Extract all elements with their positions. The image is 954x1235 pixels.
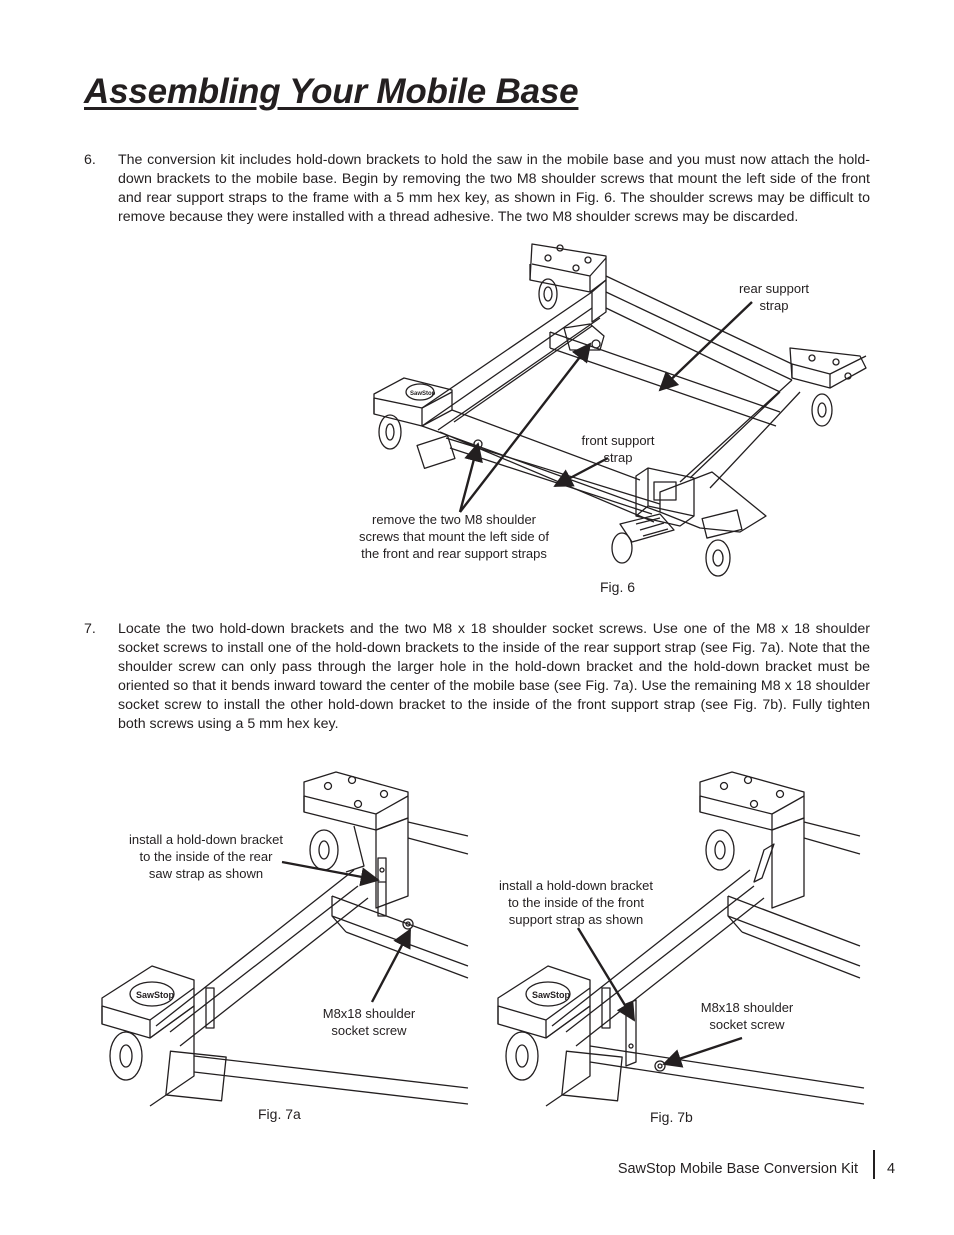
left-rail [552,870,764,1046]
sawstop-logo: SawStop [410,391,436,397]
arrow-screw-front [460,442,483,512]
arrow-7a-screw [372,928,410,1002]
arrow-front-strap [553,458,608,486]
fig6-caption: Fig. 6 [600,579,636,595]
arrow-screw-rear [460,342,592,512]
callout-front-support-strap: front support strap [581,433,655,465]
caster-wheel-front [506,1032,538,1080]
step-6: 6. The conversion kit includes hold-down… [84,151,870,227]
callout-7b-screw: M8x18 shoulder socket screw [700,1000,794,1032]
arrow-rear-strap [658,302,752,392]
page-number: 4 [887,1161,896,1177]
callout-7a-bracket: install a hold-down bracket to the insid… [129,832,283,881]
warning-label [562,1051,622,1101]
back-rail [804,822,860,854]
left-rail [422,292,600,430]
back-rail [408,822,468,854]
warning-label [702,510,742,538]
arrow-7b-bracket [578,928,634,1022]
fig7a-caption: Fig. 7a [258,1106,301,1122]
back-rail [606,276,792,392]
step-text: The conversion kit includes hold-down br… [118,152,870,225]
front-rail [194,1056,468,1104]
caster-wheel-front-left [379,415,401,449]
caster-wheel-back-left [539,279,557,309]
callout-7a-screw: M8x18 shoulder socket screw [322,1006,416,1038]
footer-doc-title: SawStop Mobile Base Conversion Kit [617,1161,858,1177]
step-number: 7. [84,621,96,637]
footer-divider [873,1150,875,1179]
arrow-7a-bracket [282,862,380,887]
fig7b-caption: Fig. 7b [650,1109,693,1125]
step-text: Locate the two hold-down brackets and th… [118,621,870,732]
callout-remove-screws: remove the two M8 shoulder screws that m… [358,512,550,561]
fig7a-illustration: SawStop [96,766,476,1106]
sawstop-logo: SawStop [532,990,571,1000]
rear-support-strap [728,896,860,966]
arrow-7b-screw [662,1038,742,1068]
step-7: 7. Locate the two hold-down brackets and… [84,620,870,734]
callout-7b-bracket: install a hold-down bracket to the insid… [499,878,653,927]
page-title: Assembling Your Mobile Base [84,72,579,111]
caster-wheel-back [706,830,734,870]
warning-label [417,436,455,469]
fig6-illustration: SawStop [360,232,880,582]
left-rail [156,870,368,1046]
caster-wheel-back-right [812,394,832,426]
sawstop-logo: SawStop [136,990,175,1000]
warning-label [166,1051,226,1101]
caster-wheel-front-right [706,540,730,576]
shoulder-screw [592,340,600,348]
caster-wheel-front [110,1032,142,1080]
step-number: 6. [84,152,96,168]
callout-rear-support-strap: rear support strap [738,281,810,313]
